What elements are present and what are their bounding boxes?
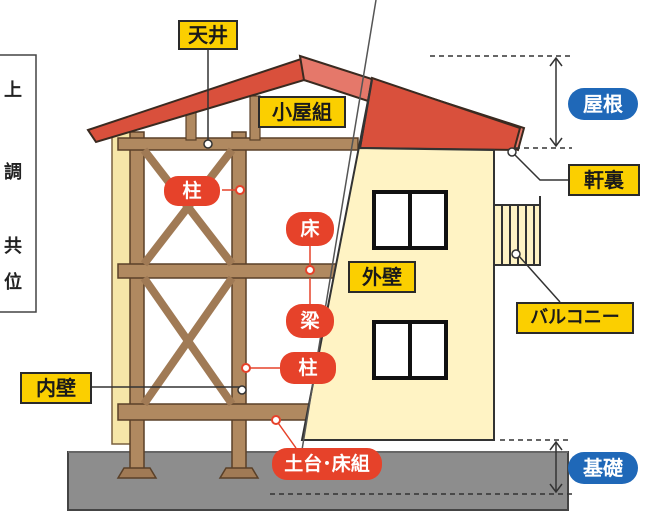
side-text-2: 調 <box>4 162 22 183</box>
label-balcony: バルコニー <box>516 302 634 334</box>
side-text-3: 共 <box>4 236 22 257</box>
label-yane: 屋根 <box>568 88 638 120</box>
cutaway-line <box>299 0 377 463</box>
foundation-dimension <box>270 439 572 495</box>
inner-wall-panel <box>111 131 133 445</box>
label-gaiheki: 外壁 <box>348 261 416 293</box>
label-yuka: 床 <box>286 212 334 246</box>
label-naiheki: 内壁 <box>20 372 92 404</box>
leader-lines <box>92 48 568 449</box>
side-text-4: 位 <box>4 272 22 293</box>
label-hashira-upper: 柱 <box>164 176 220 206</box>
label-dodai-yukagumi: 土台･床組 <box>272 448 382 480</box>
label-kiso: 基礎 <box>568 452 638 484</box>
roof-front <box>358 76 522 152</box>
side-text-box <box>0 54 37 313</box>
label-tenjo: 天井 <box>178 20 238 50</box>
side-text-1: 上 <box>4 80 22 101</box>
label-nokiura: 軒裏 <box>568 164 640 196</box>
balcony-railing <box>493 196 541 266</box>
label-koyagumi: 小屋組 <box>258 96 346 128</box>
roof-dimension <box>430 55 572 149</box>
label-hashira-lower: 柱 <box>280 352 336 384</box>
window-lower <box>372 320 448 380</box>
window-upper <box>372 190 448 250</box>
label-hari: 梁 <box>286 304 334 338</box>
